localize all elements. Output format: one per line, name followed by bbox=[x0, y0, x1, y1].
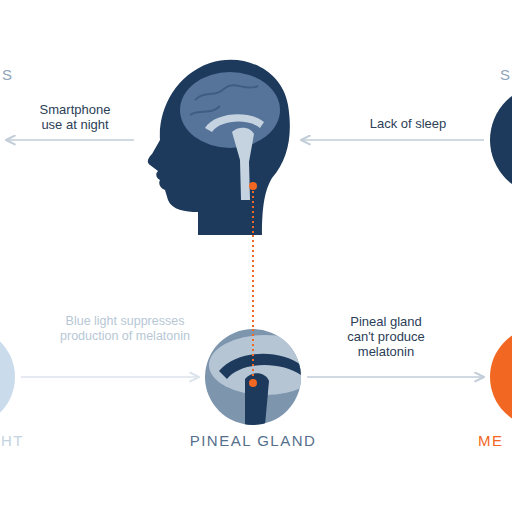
pineal-circle: PINEAL GLAND bbox=[205, 329, 301, 425]
brain-fold bbox=[190, 106, 220, 115]
arrow-connector bbox=[21, 376, 199, 378]
node-title: PINEAL GLAND bbox=[190, 432, 317, 450]
stem-detail bbox=[245, 373, 269, 425]
pineal-pointer bbox=[252, 329, 254, 383]
sleep-circle: S bbox=[490, 85, 512, 195]
pineal-dot bbox=[249, 182, 257, 190]
melatonin-circle bbox=[490, 327, 512, 427]
circle-fill bbox=[490, 327, 512, 427]
light-circle bbox=[0, 327, 15, 427]
pineal-pointer bbox=[252, 186, 254, 235]
edge-label: Pineal gland can't produce melatonin bbox=[336, 314, 436, 359]
head-silhouette bbox=[140, 55, 295, 235]
brain-fold bbox=[195, 85, 258, 100]
pineal-dot bbox=[249, 379, 257, 387]
circle-fill bbox=[0, 327, 15, 427]
edge-label: Blue light suppresses production of mela… bbox=[59, 314, 191, 344]
dotted-leader bbox=[252, 235, 254, 329]
arrow-connector bbox=[307, 376, 484, 378]
node-title: HT bbox=[1, 432, 24, 450]
node-title: S bbox=[500, 66, 512, 84]
sleep-circle bbox=[490, 85, 512, 195]
node-title: S bbox=[2, 66, 14, 84]
arrow-connector bbox=[6, 139, 134, 141]
edge-label: Lack of sleep bbox=[348, 116, 468, 131]
corpus-callosum bbox=[205, 114, 264, 132]
brain-shape bbox=[180, 72, 280, 148]
melatonin-circle: ME bbox=[490, 327, 512, 427]
head-outline bbox=[148, 60, 290, 235]
pineal-circle bbox=[205, 329, 301, 425]
arrow-connector bbox=[301, 139, 484, 141]
node-title: ME bbox=[478, 432, 504, 450]
edge-label: Smartphone use at night bbox=[30, 102, 120, 132]
circle-fill bbox=[490, 85, 512, 195]
head-silhouette bbox=[140, 55, 295, 235]
light-circle: HT bbox=[0, 327, 15, 427]
